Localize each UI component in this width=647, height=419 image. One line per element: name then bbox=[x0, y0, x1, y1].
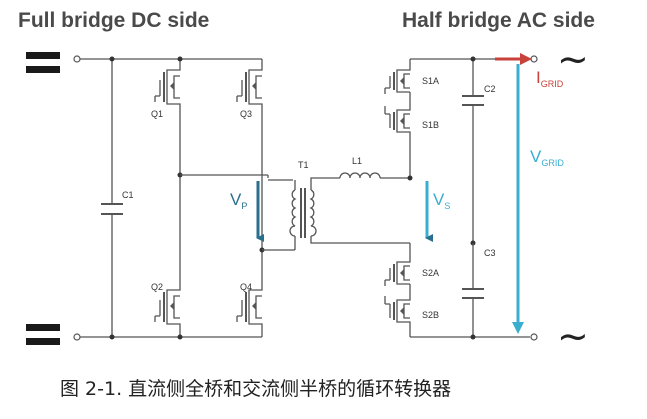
mosfet-s2b bbox=[384, 284, 411, 337]
igrid-label: IGRID bbox=[536, 68, 564, 89]
vgrid-label: VGRID bbox=[530, 147, 564, 168]
s1a-label: S1A bbox=[422, 76, 439, 86]
c3-label: C3 bbox=[484, 248, 496, 258]
dc-side-title: Full bridge DC side bbox=[18, 9, 209, 32]
c2-label: C2 bbox=[484, 84, 496, 94]
inductor-l1 bbox=[339, 172, 410, 179]
capacitor-c3 bbox=[462, 243, 484, 340]
mosfet-q4 bbox=[236, 250, 263, 337]
q3-label: Q3 bbox=[240, 109, 252, 119]
mosfet-q2 bbox=[154, 175, 181, 337]
s1b-label: S1B bbox=[422, 120, 439, 130]
mosfet-q3 bbox=[236, 59, 263, 250]
ac-bottom-terminal bbox=[530, 333, 538, 341]
mosfet-s1b bbox=[384, 92, 411, 178]
mosfet-s1a bbox=[384, 59, 411, 94]
transformer-t1 bbox=[289, 177, 410, 250]
mosfet-q1 bbox=[154, 59, 181, 175]
figure-caption: 图 2-1. 直流侧全桥和交流侧半桥的循环转换器 bbox=[60, 378, 451, 400]
c1-label: C1 bbox=[122, 190, 134, 200]
s2a-label: S2A bbox=[422, 268, 439, 278]
ac-source-bottom-icon: ~ bbox=[557, 314, 589, 358]
s1-output-node bbox=[407, 175, 413, 181]
mosfet-s2a bbox=[384, 243, 411, 286]
t1-label: T1 bbox=[298, 160, 309, 170]
s2b-label: S2B bbox=[422, 310, 439, 320]
ac-source-top-icon: ~ bbox=[557, 37, 589, 81]
q2-label: Q2 bbox=[151, 282, 163, 292]
ac-side-title: Half bridge AC side bbox=[402, 9, 595, 32]
q1-label: Q1 bbox=[151, 109, 163, 119]
l1-label: L1 bbox=[352, 156, 362, 166]
vp-label: VP bbox=[230, 190, 247, 211]
dc-negative-terminal bbox=[26, 324, 81, 345]
vs-label: VS bbox=[433, 190, 450, 211]
q1-top-junction bbox=[177, 56, 183, 62]
capacitor-c1 bbox=[101, 56, 123, 340]
dc-positive-terminal bbox=[26, 52, 81, 73]
q4-label: Q4 bbox=[240, 282, 252, 292]
q2-bottom-junction bbox=[177, 334, 183, 340]
capacitor-c2 bbox=[462, 56, 484, 246]
